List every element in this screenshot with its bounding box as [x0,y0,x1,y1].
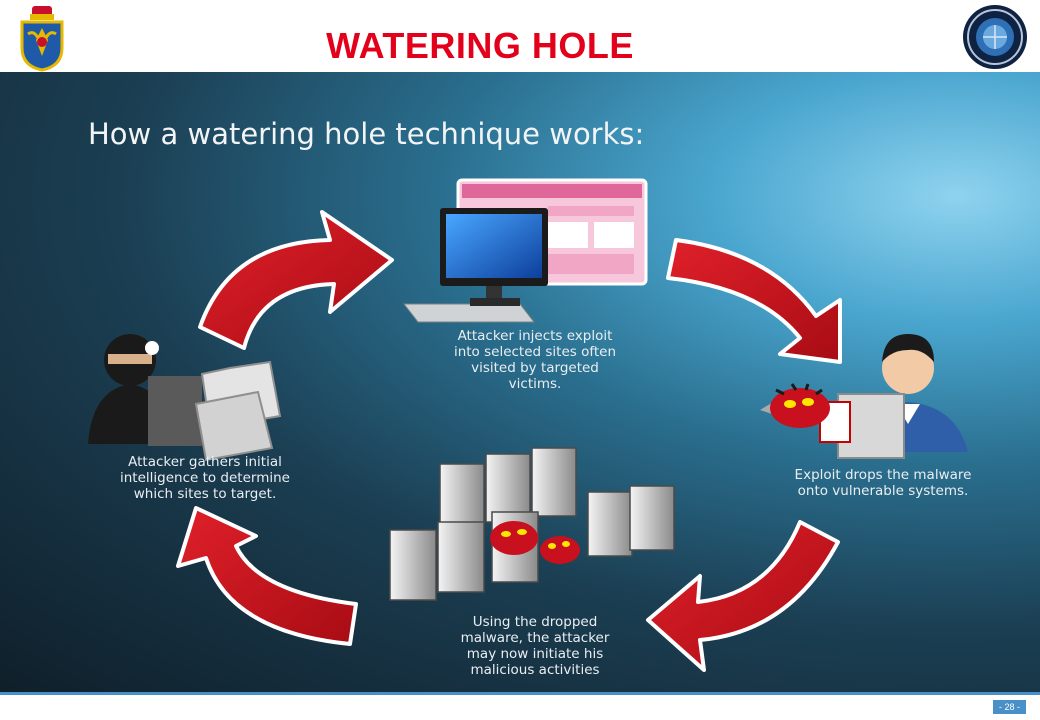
hacker-icon [88,334,202,446]
step-caption-inject: Attacker injects exploit into selected s… [453,328,617,392]
cycle-arrow-icon [176,506,358,646]
malware-bug-icon [490,521,580,564]
step-caption-drops: Exploit drops the malware onto vulnerabl… [794,467,972,499]
folder-icon [194,360,282,462]
victim-user-icon [819,334,968,459]
diagram-heading: How a watering hole technique works: [88,117,645,151]
server-rack-icon [389,447,675,601]
footer-divider [0,692,1040,695]
crest-emblem-icon [20,6,64,72]
step-caption-using: Using the dropped malware, the attacker … [460,614,610,678]
diagram-panel: How a watering hole technique works: Att… [0,72,1040,692]
malware-bug-icon [760,383,830,428]
step-caption-gather: Attacker gathers initial intelligence to… [119,454,290,502]
computer-monitor-icon [402,208,548,323]
cyber-command-seal-icon [963,5,1027,69]
cycle-arrow-icon [198,210,394,350]
cycle-arrow-icon [666,238,842,364]
page-number: - 28 - [992,700,1026,714]
slide-title: WATERING HOLE [326,25,634,66]
cycle-arrow-icon [646,520,840,672]
slide-header: WATERING HOLE [0,0,1040,72]
